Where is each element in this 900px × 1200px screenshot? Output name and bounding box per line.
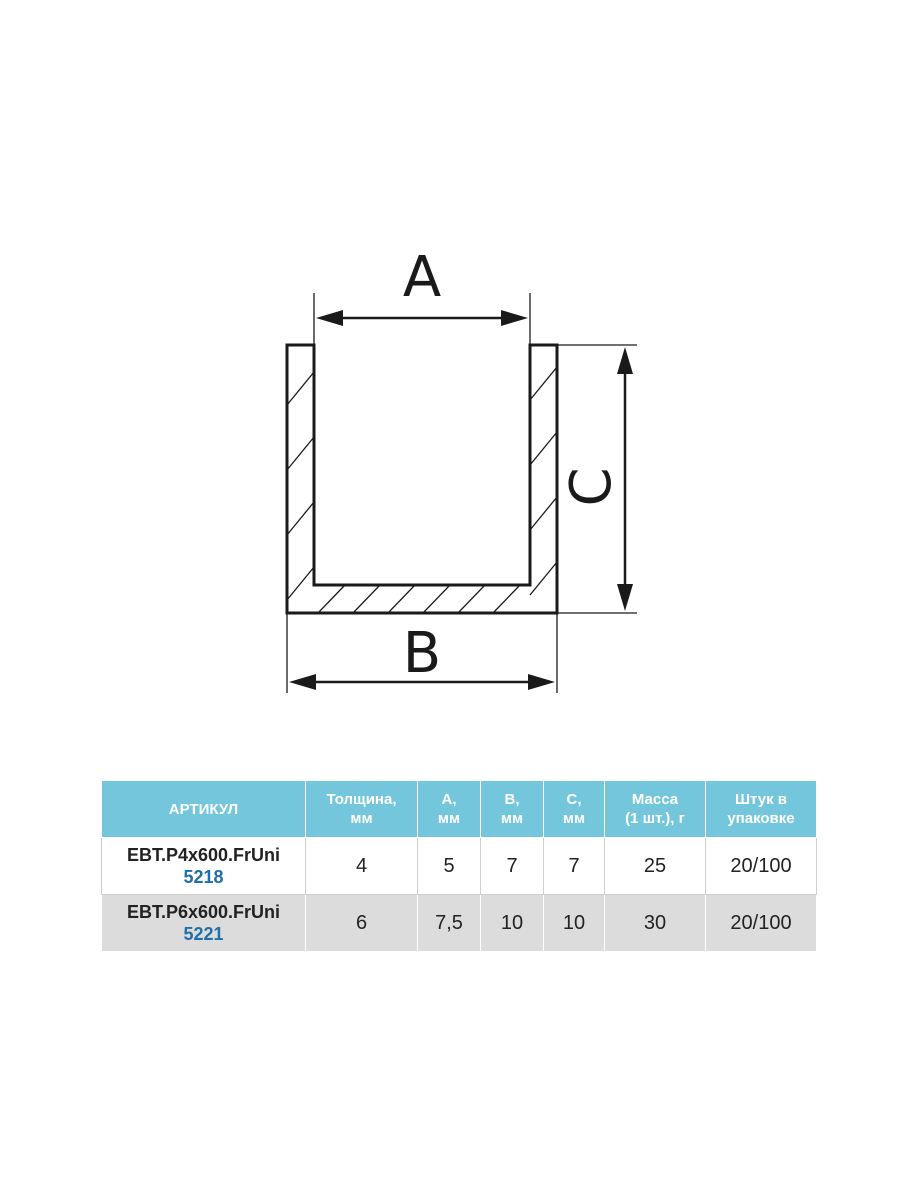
profile-outline (285, 343, 559, 615)
table-row: EBT.P4x600.FrUni 5218 4 5 7 7 25 20/100 (101, 837, 817, 895)
b-cell: 7 (480, 837, 544, 895)
article-code: 5221 (183, 924, 224, 944)
profile-hatching (287, 366, 557, 613)
spec-table: АРТИКУЛ Толщина,мм A,мм B,мм C,мм Масса(… (101, 780, 817, 952)
article-name: EBT.P6x600.FrUni (126, 902, 281, 922)
table-header-row: АРТИКУЛ Толщина,мм A,мм B,мм C,мм Масса(… (101, 780, 817, 838)
dimension-c-arrow (617, 347, 633, 611)
dimension-label-a: A (403, 245, 441, 310)
c-cell: 7 (543, 837, 605, 895)
mass-cell: 25 (604, 837, 706, 895)
u-profile-diagram: A B C (285, 245, 637, 693)
header-mass: Масса(1 шт.), г (604, 780, 706, 838)
header-thickness: Толщина,мм (305, 780, 418, 838)
article-name: EBT.P4x600.FrUni (126, 845, 281, 865)
table-row: EBT.P6x600.FrUni 5221 6 7,5 10 10 30 20/… (101, 894, 817, 952)
a-cell: 5 (417, 837, 481, 895)
dimension-label-b: B (403, 621, 441, 686)
article-cell: EBT.P6x600.FrUni 5221 (101, 894, 306, 952)
thickness-cell: 6 (305, 894, 418, 952)
mass-cell: 30 (604, 894, 706, 952)
b-cell: 10 (480, 894, 544, 952)
thickness-cell: 4 (305, 837, 418, 895)
dimension-label-c: C (559, 467, 624, 506)
article-cell: EBT.P4x600.FrUni 5218 (101, 837, 306, 895)
pack-cell: 20/100 (705, 837, 817, 895)
c-cell: 10 (543, 894, 605, 952)
pack-cell: 20/100 (705, 894, 817, 952)
header-c: C,мм (543, 780, 605, 838)
header-b: B,мм (480, 780, 544, 838)
dimension-b-arrow (289, 674, 555, 690)
header-article: АРТИКУЛ (101, 780, 306, 838)
dimension-a-arrow (316, 310, 528, 326)
a-cell: 7,5 (417, 894, 481, 952)
header-a: A,мм (417, 780, 481, 838)
extension-lines (286, 293, 637, 693)
article-code: 5218 (183, 867, 224, 887)
